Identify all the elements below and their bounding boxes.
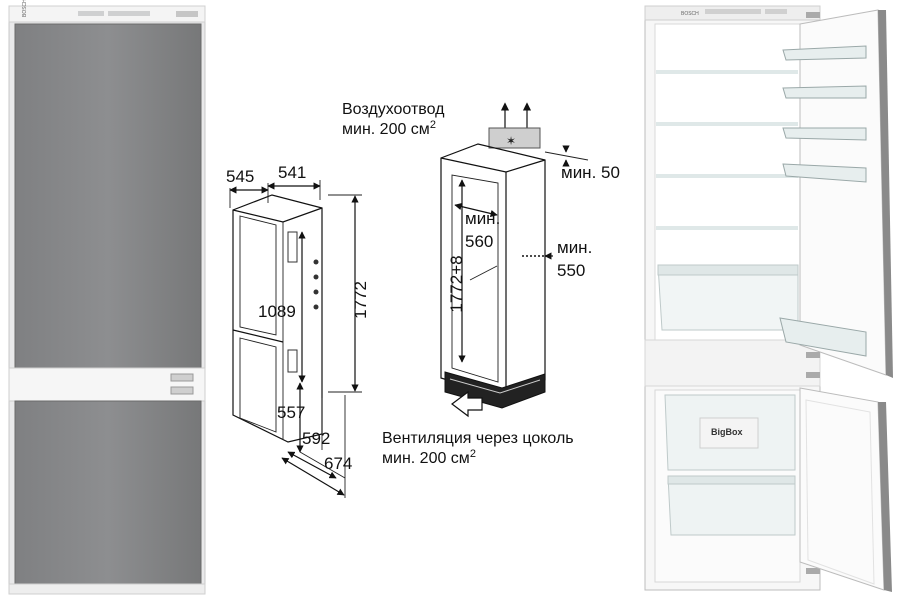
- gap-top: мин. 50: [561, 163, 620, 182]
- dim-depth-body: 541: [278, 163, 306, 182]
- dim-depth-max: 674: [324, 454, 352, 473]
- brand-logo-text: BOSCH: [681, 11, 699, 17]
- depth-min-value: 560: [465, 232, 493, 251]
- asterisk-icon: ✶: [506, 134, 516, 148]
- door-balconies: [779, 45, 867, 357]
- air-out-title: Воздухоотвод: [342, 101, 445, 118]
- depth-min-label: мин.: [465, 209, 500, 228]
- niche-height: 1772+8: [447, 255, 466, 312]
- dim-depth-total: 545: [226, 167, 254, 186]
- niche-diagram: Воздухоотвод мин. 200 см2 ✶ мин. 50 мин.…: [342, 101, 620, 467]
- open-fridge-photo: BOSCH BigBox: [644, 5, 893, 592]
- dimension-drawing: 545 541 1089 1772 557 592 6: [226, 163, 370, 498]
- width-min-label: мин.: [557, 238, 592, 257]
- vent-title: Вентиляция через цоколь: [382, 430, 574, 447]
- width-min-value: 550: [557, 261, 585, 280]
- vent-min: мин. 200 см2: [382, 448, 476, 467]
- closed-fridge-photo: BOSCH: [8, 0, 206, 595]
- brand-logo-text: BOSCH: [22, 0, 28, 17]
- dim-height-total: 1772: [351, 281, 370, 319]
- dim-height-freezer: 557: [277, 403, 305, 422]
- dim-height-fridge: 1089: [258, 302, 296, 321]
- bigbox-label: BigBox: [711, 427, 743, 437]
- vent-inlet-arrow-icon: [451, 390, 483, 418]
- air-out-min: мин. 200 см2: [342, 119, 436, 138]
- dim-depth-door-open: 592: [302, 429, 330, 448]
- shelves: [656, 70, 798, 230]
